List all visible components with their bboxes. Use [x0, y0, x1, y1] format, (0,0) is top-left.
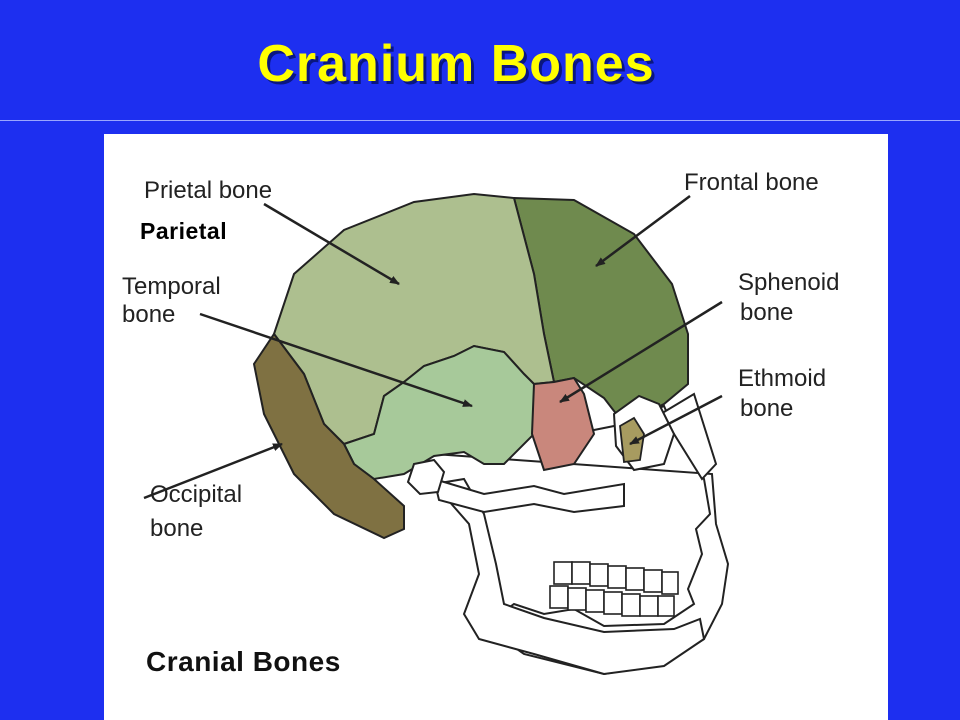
- mandible: [432, 477, 706, 676]
- skull-diagram-panel: Prietal bone Frontal bone Temporal bone …: [104, 134, 888, 720]
- skull-illustration: [143, 192, 730, 676]
- title-divider: [0, 120, 960, 121]
- teeth: [549, 561, 679, 617]
- ear-canal: [406, 458, 446, 496]
- label-parietal-bone: Prietal bone: [144, 177, 273, 204]
- label-temporal-line1: Temporal: [122, 273, 221, 300]
- label-occipital-line1: Occipital: [150, 481, 243, 508]
- label-frontal-bone: Frontal bone: [684, 169, 819, 196]
- label-ethmoid-line1: Ethmoid: [738, 365, 827, 392]
- label-arrows: [143, 194, 723, 500]
- zygomatic-arch: [432, 477, 625, 514]
- label-occipital-line2: bone: [150, 515, 204, 542]
- label-sphenoid-line2: bone: [740, 299, 794, 326]
- label-sphenoid-line1: Sphenoid: [738, 269, 840, 296]
- parietal-overlay-label: Parietal: [140, 218, 228, 244]
- sphenoid-bone: [530, 376, 596, 472]
- label-ethmoid-line2: bone: [740, 395, 794, 422]
- label-temporal-line2: bone: [122, 301, 176, 328]
- occipital-bone: [252, 332, 405, 540]
- figure-caption: Cranial Bones: [146, 646, 341, 677]
- slide-title: Cranium Bones: [257, 35, 655, 93]
